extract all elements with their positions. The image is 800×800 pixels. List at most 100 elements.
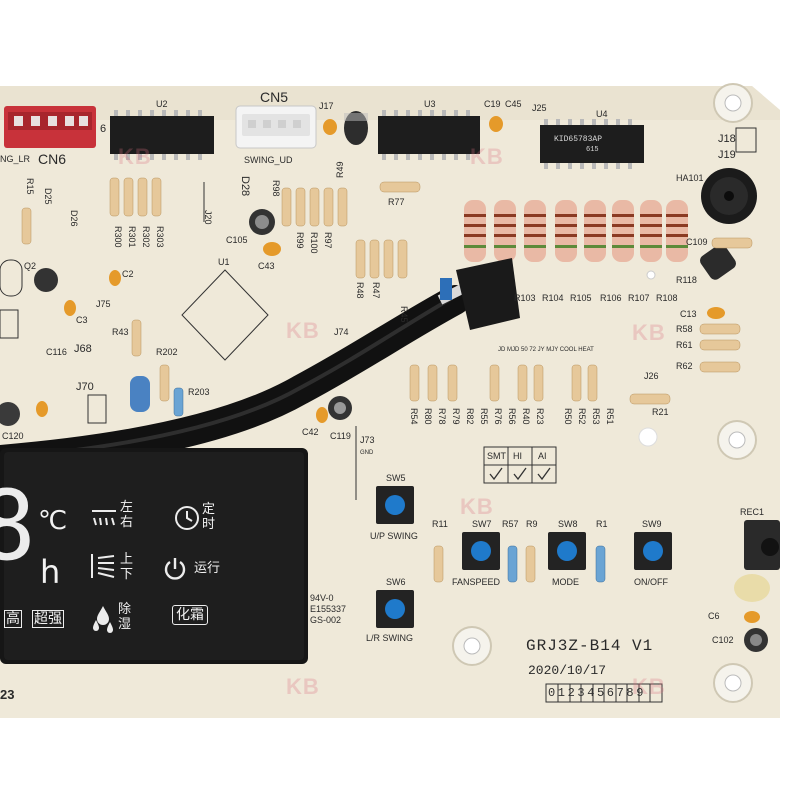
silk-r48: R48 bbox=[355, 282, 365, 299]
silk-r76: R76 bbox=[493, 408, 503, 425]
resistor-group-blue bbox=[173, 387, 606, 583]
watermark-kb: KB bbox=[286, 674, 320, 699]
silk-r50: R50 bbox=[563, 408, 573, 425]
silk-j73: J73 bbox=[360, 435, 375, 445]
board-model: GRJ3Z-B14 V1 bbox=[526, 637, 654, 655]
pcb-substrate-shade bbox=[0, 86, 780, 120]
silk-r61: R61 bbox=[676, 340, 693, 350]
ceramic-capacitors bbox=[36, 116, 760, 623]
silk-c2: C2 bbox=[122, 269, 134, 279]
chip-u4 bbox=[540, 119, 644, 169]
power-icon bbox=[164, 558, 186, 580]
silk-r100: R100 bbox=[309, 232, 319, 254]
display-hour-icon: h bbox=[40, 553, 61, 591]
silk-r21: R21 bbox=[652, 407, 669, 417]
silk-r54: R54 bbox=[409, 408, 419, 425]
buzzer-ha101 bbox=[701, 168, 757, 224]
silk-r55: R55 bbox=[479, 408, 489, 425]
silk-r49: R49 bbox=[335, 161, 345, 178]
silk-r11: R11 bbox=[432, 519, 448, 529]
silk-r47: R47 bbox=[371, 282, 381, 299]
serial-boxes bbox=[545, 683, 663, 703]
watermark-kb: KB bbox=[632, 320, 666, 345]
silk-r103: R103 bbox=[514, 293, 536, 303]
silk-j19: J19 bbox=[718, 149, 736, 161]
display-panel bbox=[0, 448, 308, 664]
silk-r1: R1 bbox=[596, 519, 608, 529]
silk-gs: GS-002 bbox=[310, 615, 342, 625]
silk-r52: R52 bbox=[577, 408, 587, 425]
silk-ha101: HA101 bbox=[676, 173, 704, 183]
silk-c116: C116 bbox=[46, 347, 67, 357]
silk-r106: R106 bbox=[600, 293, 622, 303]
display-dehumid-text: 除湿 bbox=[118, 602, 132, 632]
silk-r303: R303 bbox=[155, 226, 165, 248]
silk-r53: R53 bbox=[591, 408, 601, 425]
silk-c109: C109 bbox=[686, 237, 708, 247]
via-hole bbox=[638, 427, 658, 447]
silk-r301: R301 bbox=[127, 226, 137, 248]
silk-gnd: GND bbox=[360, 450, 374, 456]
silk-j26: J26 bbox=[644, 371, 659, 381]
silk-c19: C19 bbox=[484, 99, 501, 109]
silk-c3: C3 bbox=[76, 315, 88, 325]
chip-u1-label: U1 bbox=[218, 257, 230, 267]
silk-r107: R107 bbox=[628, 293, 650, 303]
silk-j74: J74 bbox=[334, 327, 349, 337]
silk-r80: R80 bbox=[423, 408, 433, 425]
display-timer-text: 定时 bbox=[202, 502, 216, 532]
connector-cn5 bbox=[235, 105, 317, 149]
switch-label-up-swing: U/P SWING bbox=[370, 531, 418, 541]
display-celsius-icon: ℃ bbox=[38, 506, 68, 536]
silk-c120: C120 bbox=[2, 431, 24, 441]
u1-footprint bbox=[181, 269, 269, 361]
silk-c42: C42 bbox=[302, 427, 319, 437]
capacitor-electrolytic bbox=[344, 111, 368, 145]
capacitor-electrolytic bbox=[700, 244, 736, 280]
silk-j17: J17 bbox=[319, 101, 334, 111]
silk-c6: C6 bbox=[708, 611, 720, 621]
silk-r58: R58 bbox=[676, 324, 693, 334]
silk-r203: R203 bbox=[188, 387, 210, 397]
watermark-kb: KB bbox=[632, 674, 666, 699]
silk-d28: D28 bbox=[239, 176, 251, 197]
capacitor-electrolytic bbox=[0, 402, 20, 426]
silk-r202: R202 bbox=[156, 347, 178, 357]
water-drops-icon bbox=[93, 606, 113, 633]
silk-rec1: REC1 bbox=[740, 507, 765, 517]
connector-cn6 bbox=[4, 106, 96, 148]
silk-j70: J70 bbox=[76, 381, 94, 393]
capacitor-electrolytic bbox=[328, 396, 352, 420]
silk-r118: R118 bbox=[676, 275, 697, 285]
chip-u3 bbox=[378, 110, 480, 160]
silk-r51: R51 bbox=[605, 408, 615, 425]
silk-r43: R43 bbox=[112, 327, 129, 337]
capacitor-blue bbox=[130, 376, 150, 412]
silk-c13: C13 bbox=[680, 309, 697, 319]
silk-outlines bbox=[0, 127, 757, 500]
silk-r40: R40 bbox=[521, 408, 531, 425]
timer-icon bbox=[175, 506, 199, 530]
cn5-sublabel: SWING_UD bbox=[244, 155, 293, 165]
display-high-badge: 高 bbox=[4, 610, 22, 628]
option-ai: AI bbox=[538, 451, 547, 461]
option-hi: HI bbox=[513, 451, 522, 461]
chip-u2 bbox=[110, 110, 214, 160]
display-lr-swing-text: 左右 bbox=[120, 500, 134, 530]
board-serial: 0123456789 bbox=[548, 686, 647, 700]
silk-c43: C43 bbox=[258, 261, 275, 271]
silk-r108: R108 bbox=[656, 293, 678, 303]
display-run-text: 运行 bbox=[194, 561, 221, 576]
switch-label-lr-swing: L/R SWING bbox=[366, 633, 414, 643]
switch-id-sw8: SW8 bbox=[558, 519, 578, 529]
capacitor-electrolytic bbox=[34, 268, 58, 292]
mounting-hole-right bbox=[717, 420, 757, 460]
silk-r45: R45 bbox=[399, 306, 409, 323]
silk-r62: R62 bbox=[676, 361, 693, 371]
silk-94v0: 94V-0 bbox=[310, 593, 334, 603]
mounting-hole-top-right bbox=[713, 83, 753, 123]
option-smt: SMT bbox=[487, 451, 506, 461]
silk-r9: R9 bbox=[526, 519, 538, 529]
silk-j25: J25 bbox=[532, 103, 547, 113]
